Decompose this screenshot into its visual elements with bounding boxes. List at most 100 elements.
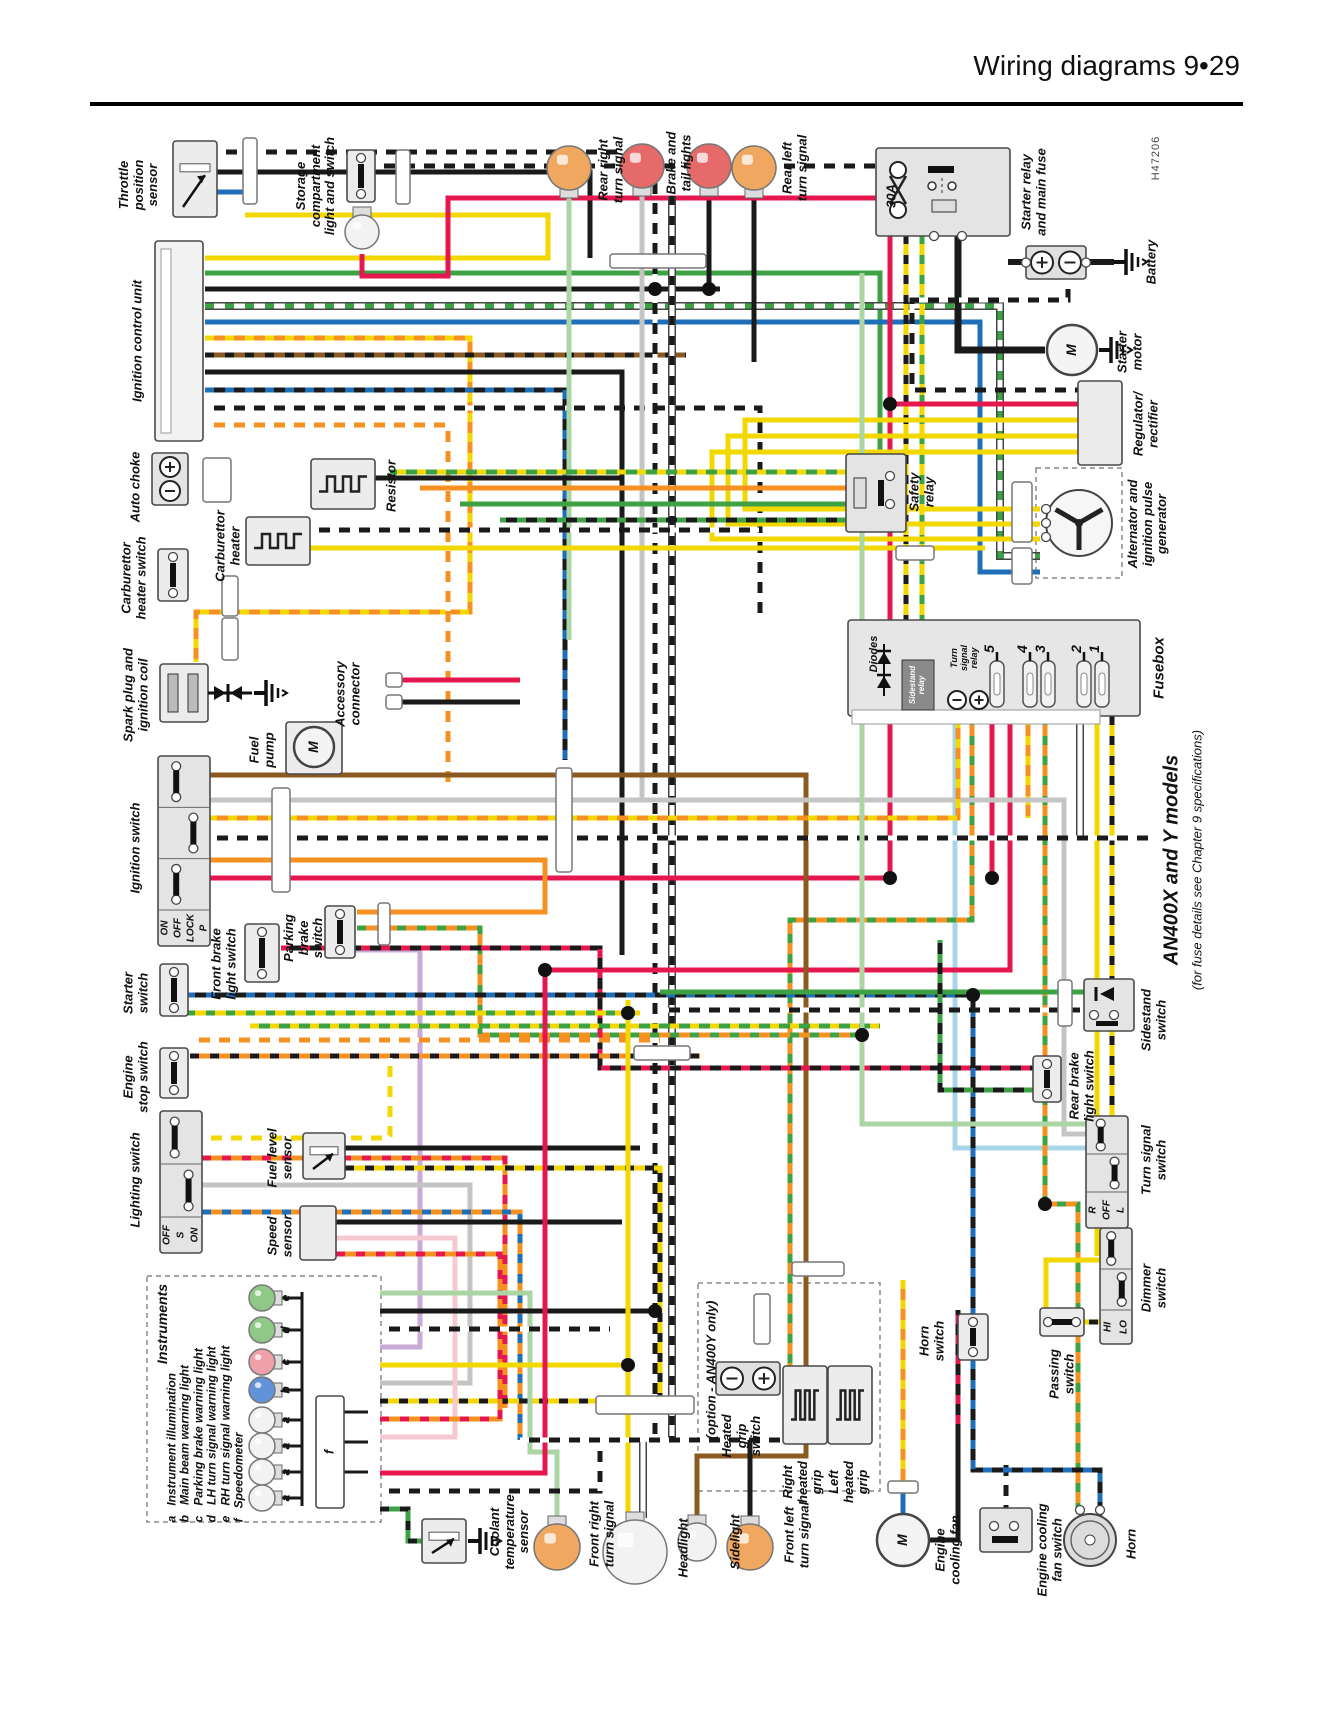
label-front-brake-light-switch: Front brake light switch (208, 928, 238, 1000)
model-subtitle: (for fuse details see Chapter 9 specific… (1189, 729, 1205, 991)
fuel-level-sensor-box (302, 1132, 346, 1180)
bulb-key-5-a: a (278, 1442, 293, 1450)
label-alternator-and-ignition-pulse-generator: Alternator and ignition pulse generator (1125, 479, 1170, 569)
label-left-heated-grip: Left heated grip (826, 1461, 871, 1503)
junction-dot-11 (621, 1006, 635, 1020)
label-heated-grip-switch: Heated grip switch (719, 1414, 764, 1458)
ignition-switch-box-pos-P: P (197, 924, 209, 932)
wire-81 (859, 273, 1086, 1127)
fusebox-diodes-label: Diodes (867, 635, 880, 673)
wire-84 (937, 940, 1033, 1093)
connector-8 (555, 767, 573, 873)
wire-68 (336, 1235, 458, 1440)
wire-dash-66 (345, 1165, 663, 1404)
bulb-key-3-b: b (278, 1386, 293, 1394)
fuse-number-5: 5 (981, 645, 998, 653)
wire-5 (205, 319, 1040, 575)
rear-left-turn-signal-bulb (731, 145, 777, 191)
connector-2 (609, 253, 707, 269)
label-engine-cooling-fan: Engine cooling fan (932, 1515, 962, 1585)
wire-61 (202, 1058, 393, 1141)
label-starter-motor: Starter motor (1114, 331, 1144, 373)
illumination-bulb-a4 (248, 1484, 276, 1512)
front-right-turn-signal-bulb (533, 1523, 581, 1571)
bulb-key-4-a: a (278, 1416, 293, 1424)
lighting-switch-box-pos-S: S (175, 1231, 187, 1239)
ignition-switch-box (157, 755, 211, 947)
label-sidestand-switch: Sidestand switch (1138, 988, 1168, 1052)
wire-11 (205, 405, 763, 622)
turn-signal-switch-box-pos-OFF: OFF (1101, 1200, 1113, 1220)
connector-14 (753, 1293, 771, 1345)
ignition-switch-box-pos-OFF: OFF (171, 918, 183, 938)
bulb-key-7-a: a (278, 1494, 293, 1502)
bulb-key-1-d: d (278, 1326, 293, 1334)
starter-relay-box (875, 147, 1011, 237)
page-code: H47206 (1150, 135, 1162, 181)
wire-52 (208, 857, 548, 915)
label-ignition-control-unit: Ignition control unit (129, 279, 145, 403)
connector-15 (791, 1261, 845, 1277)
connector-7 (377, 902, 391, 946)
label-throttle-position-sensor: Throttle position sensor (116, 159, 161, 211)
wire-77 (380, 1506, 422, 1544)
label-fuel-level-sensor: Fuel level sensor (264, 1128, 294, 1188)
junction-dot-8 (855, 1028, 869, 1042)
speed-sensor-box (299, 1205, 337, 1261)
warning-bulb-d (248, 1316, 276, 1344)
label-front-right-turn-signal: Front right turn signal (586, 1500, 616, 1568)
junction-dot-3 (621, 1358, 635, 1372)
label-auto-choke: Auto choke (127, 451, 143, 523)
engine-cooling-fan-symbol-m: M (894, 1534, 911, 1546)
connector-11 (1011, 481, 1033, 543)
wire-dash-61 (202, 1058, 393, 1141)
label-engine-stop-switch: Engine stop switch (120, 1041, 150, 1113)
turn-signal-relay-label: Turn signal relay (948, 644, 980, 672)
wire-48 (208, 772, 809, 1520)
label-carburettor-heater-switch: Carburettor heater switch (118, 536, 148, 620)
wire-dash-53 (357, 925, 862, 1038)
label-safety-relay: Safety relay (906, 472, 936, 512)
illumination-bulb-a1 (248, 1406, 276, 1434)
label-horn-switch: Horn switch (916, 1320, 946, 1362)
connector-19 (385, 694, 403, 710)
starter-relay-box-amperage: 30A (883, 184, 899, 208)
label-starter-switch: Starter switch (120, 972, 150, 1014)
connector-13 (1057, 979, 1073, 1027)
fuse-number-3: 3 (1032, 645, 1049, 653)
connector-4 (221, 575, 239, 617)
spark-plug-ignition-coil-symbol (159, 663, 209, 723)
brake-tail-bulb-2 (686, 143, 732, 189)
wire-50 (208, 716, 961, 821)
speedometer-box (315, 1395, 345, 1509)
illumination-bulb-a3 (248, 1458, 276, 1486)
dimmer-switch-box-pos-LO: LO (1118, 1320, 1130, 1334)
bulb-key-0-e: e (278, 1294, 293, 1302)
fuse-number-1: 1 (1086, 645, 1103, 653)
engine-cooling-fan-switch-box (979, 1507, 1033, 1553)
wire-0 (205, 212, 551, 261)
junction-dot-2 (648, 1304, 662, 1318)
dimmer-switch-box-pos-HI: HI (1102, 1322, 1114, 1332)
junction-dot-0 (648, 282, 662, 296)
wire-dash-10 (205, 387, 568, 760)
label-coolant-temperature-sensor: Coolant temperature sensor (487, 1494, 532, 1570)
label-passing-switch: Passing switch (1046, 1349, 1076, 1399)
label-ignition-switch: Ignition switch (127, 802, 143, 894)
connector-9 (633, 1045, 691, 1061)
junction-dot-1 (702, 282, 716, 296)
warning-bulb-b (248, 1376, 276, 1404)
model-title: AN400X and Y models (1160, 754, 1183, 966)
label-fuel-pump: Fuel pump (246, 732, 276, 768)
connector-6 (271, 787, 291, 893)
label-front-left-turn-signal: Front left turn signal (781, 1501, 811, 1569)
starter-motor-symbol-m: M (1063, 344, 1080, 356)
connector-0 (242, 137, 258, 205)
label-rear-right-turn-signal: Rear right turn signal (595, 136, 625, 204)
wire-76 (380, 1440, 603, 1494)
fuse-number-2: 2 (1068, 645, 1085, 653)
wire-dash-69 (336, 1251, 503, 1422)
wire-90 (970, 1360, 1103, 1516)
wire-dash-12 (205, 422, 451, 790)
